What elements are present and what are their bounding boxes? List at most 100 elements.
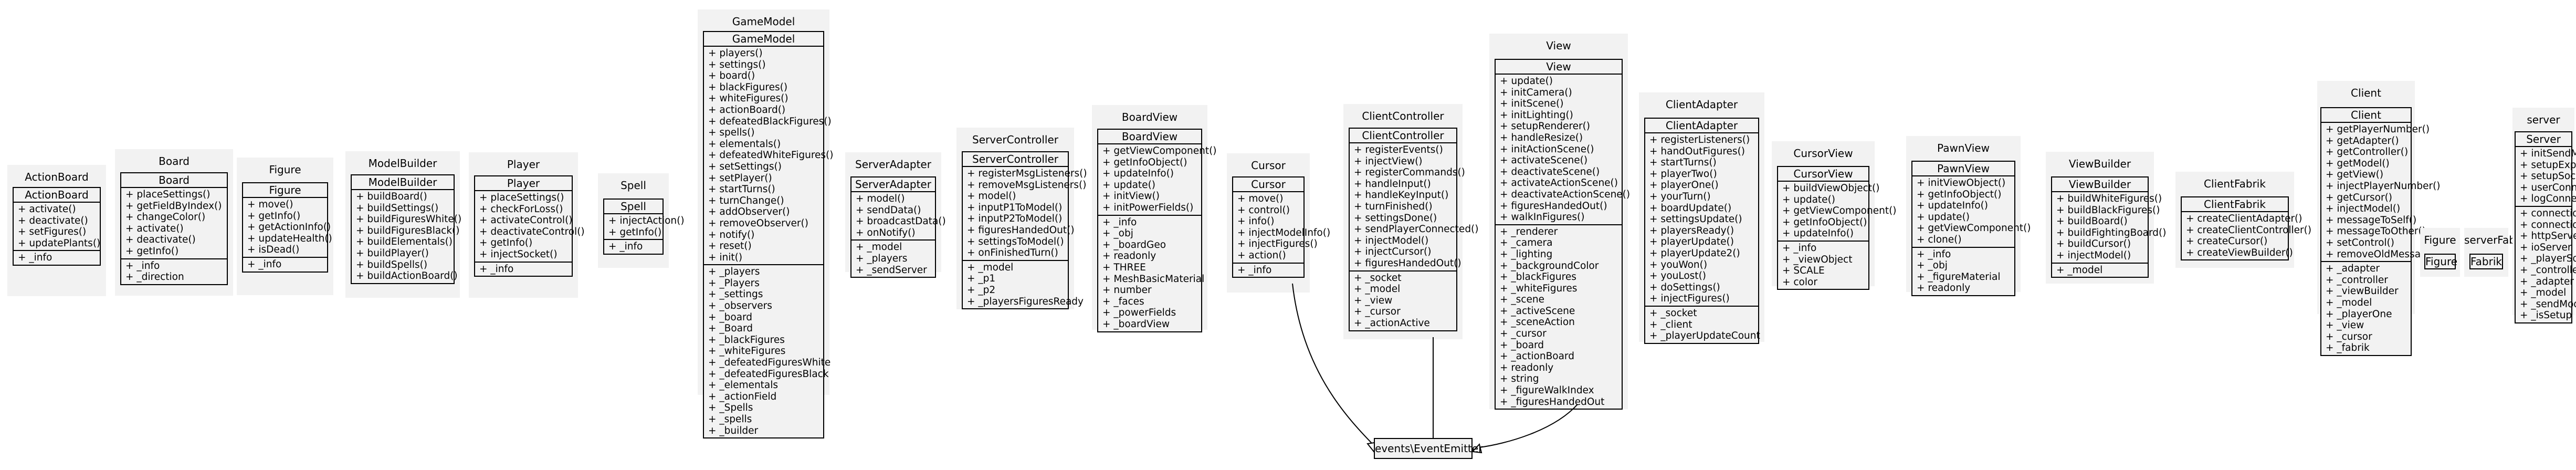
class-method: + getInfoObject() xyxy=(1782,216,1867,228)
class-method: + messageToOther() xyxy=(2326,226,2426,237)
class-field: + _model xyxy=(856,242,902,253)
class-method: + placeSettings() xyxy=(479,192,564,203)
class-methods: + getPlayerNumber()+ getAdapter()+ getCo… xyxy=(2321,123,2446,263)
class-field: + _direction xyxy=(125,271,184,283)
class-method: + injectView() xyxy=(1354,155,1423,167)
class-method: + removeOldMessages() xyxy=(2326,248,2446,260)
class-method: + board() xyxy=(708,70,755,82)
class-field: + _powerFields xyxy=(1102,307,1176,319)
class-method: + buildBoard() xyxy=(2056,216,2128,227)
class-method: + deactivate() xyxy=(125,234,196,246)
class-name: CursorView xyxy=(1778,167,1868,182)
class-fields: + connections+ connectionsIO+ httpServer… xyxy=(2516,207,2576,322)
class-methods: + registerEvents()+ injectView()+ regist… xyxy=(1350,143,1479,271)
class-method: + playerOne() xyxy=(1649,180,1719,191)
class-method: + startTurns() xyxy=(708,184,775,195)
package-title: ViewBuilder xyxy=(2068,158,2131,170)
class-method: + registerMsgListeners() xyxy=(967,168,1087,179)
class-field: + _adapter xyxy=(2520,276,2574,287)
class-method: + buildSpells() xyxy=(356,259,428,270)
class-method: + deactivate() xyxy=(18,215,88,226)
class-method: + deactivateControl() xyxy=(479,226,585,237)
class-method: + move() xyxy=(1237,193,1284,204)
class-eventemitter: events\EventEmitter xyxy=(1374,438,1482,459)
package-title: ActionBoard xyxy=(25,171,89,183)
class-field: + _socket xyxy=(1354,272,1402,284)
package-title: PawnView xyxy=(1937,142,1990,154)
class-methods: + buildBoard()+ buildSettings()+ buildFi… xyxy=(352,190,461,283)
class-method: + update() xyxy=(1782,194,1836,205)
class-fields: + _players+ _Players+ _settings+ _observ… xyxy=(704,265,830,437)
class-method: + buildActionBoard() xyxy=(356,270,458,282)
class-method: + buildElementals() xyxy=(356,236,453,248)
class-field: + connections xyxy=(2520,207,2576,219)
class-field: + _actionField xyxy=(708,391,777,402)
class-method: + userConnects() xyxy=(2520,182,2576,193)
class-field: + _board xyxy=(1500,339,1544,351)
class-method: + clone() xyxy=(1917,234,1962,245)
class-field: + _adapter xyxy=(2326,263,2380,275)
class-method: + handleKeyInput() xyxy=(1354,190,1449,201)
class-method: + removeObserver() xyxy=(708,217,808,229)
class-method: + initView() xyxy=(1102,191,1160,202)
package-title: Cursor xyxy=(1251,159,1286,172)
class-name: Figure xyxy=(2425,255,2458,268)
class-field: + _socket xyxy=(1649,307,1697,319)
class-field: + _sceneAction xyxy=(1500,317,1575,328)
class-field: + _model xyxy=(2520,287,2567,299)
class-method: + getController() xyxy=(2326,147,2409,158)
class-field: + string xyxy=(1500,373,1539,385)
class-method: + init() xyxy=(708,252,743,263)
class-methods: + move()+ control()+ info()+ injectModel… xyxy=(1233,192,1330,264)
class-method: + injectFigures() xyxy=(1649,293,1730,305)
class-name: Server xyxy=(2516,132,2571,147)
class-method: + getModel() xyxy=(2326,158,2390,169)
edge-view-to-eventemitter xyxy=(1479,404,1578,448)
class-name: ClientController xyxy=(1350,129,1456,143)
class-name: View xyxy=(1496,60,1622,75)
class-clientcontroller: ClientController+ registerEvents()+ inje… xyxy=(1349,128,1479,331)
class-method: + initCamera() xyxy=(1500,87,1572,98)
class-pawnview: PawnView+ initViewObject()+ getInfoObjec… xyxy=(1911,161,2031,296)
class-method: + onFinishedTurn() xyxy=(967,247,1058,259)
package-title: Board xyxy=(159,155,190,168)
class-field: + _cursor xyxy=(2326,331,2372,342)
class-method: + model() xyxy=(856,193,905,204)
package-title: Player xyxy=(507,158,540,171)
class-field: + _obj xyxy=(1102,228,1133,239)
package-title: Spell xyxy=(621,179,646,192)
package-figure: Figure xyxy=(2420,228,2460,277)
class-actionboard: ActionBoard+ activate()+ deactivate()+ s… xyxy=(13,187,101,266)
class-field: + _Players xyxy=(708,277,760,289)
class-method: + getAdapter() xyxy=(2326,135,2399,147)
class-field: + _model xyxy=(2056,264,2103,276)
class-methods: + update()+ initCamera()+ initScene()+ i… xyxy=(1496,75,1631,225)
class-method: + turnFinished() xyxy=(1354,201,1433,212)
package-title: ServerAdapter xyxy=(855,158,931,171)
package-title: ClientAdapter xyxy=(1665,98,1738,111)
class-field: + _p1 xyxy=(967,273,996,285)
class-methods: + createClientAdapter()+ createClientCon… xyxy=(2182,212,2311,259)
class-field: + _info xyxy=(125,260,160,271)
class-method: + notify() xyxy=(708,229,755,241)
class-fields: + _info+ _viewObject+ SCALE+ color xyxy=(1778,242,1868,289)
class-method: + settings() xyxy=(708,59,766,70)
class-spell: Spell+ injectAction()+ getInfo()+ _info xyxy=(603,199,685,255)
class-field: + readonly xyxy=(1500,362,1554,373)
class-method: + addObserver() xyxy=(708,206,790,218)
class-method: + playerTwo() xyxy=(1649,168,1717,180)
class-field: + _figureMaterial xyxy=(1917,271,2001,283)
class-method: + getCursor() xyxy=(2326,192,2393,203)
class-fields: + _info+ _obj+ _figureMaterial+ readonly xyxy=(1912,248,2014,295)
class-method: + getView() xyxy=(2326,169,2384,181)
class-field: + _boardGeo xyxy=(1102,239,1166,250)
class-fabrik: Fabrik xyxy=(2469,254,2503,269)
class-method: + getInfo() xyxy=(608,226,662,238)
class-method: + update() xyxy=(1917,211,1970,223)
class-fields: + _info xyxy=(604,240,663,254)
class-field: + _board xyxy=(708,311,753,323)
class-method: + injectModel() xyxy=(2056,249,2131,261)
class-view: View+ update()+ initCamera()+ initScene(… xyxy=(1495,59,1631,410)
class-method: + defeatedBlackFigures() xyxy=(708,116,832,127)
class-method: + deactivateActionScene() xyxy=(1500,189,1631,200)
